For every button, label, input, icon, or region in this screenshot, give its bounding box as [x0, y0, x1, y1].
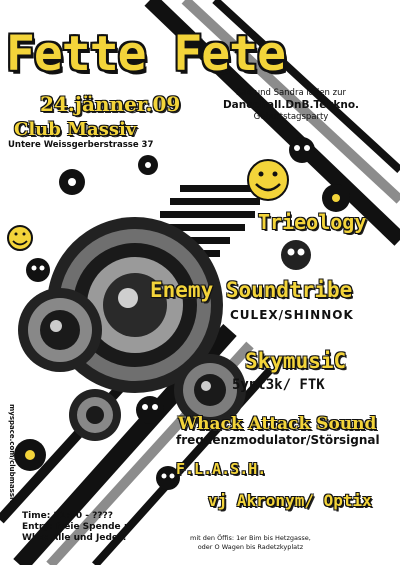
speaker-icon [174, 354, 246, 426]
speaker-icon [18, 288, 102, 372]
lineup-act: vj Akronym/ Optix [208, 491, 372, 510]
event-entry: Entry: freie Spende ;- [22, 522, 132, 532]
gasmask-icon [136, 396, 164, 424]
radioactive-icon [14, 439, 46, 471]
skull-icon [281, 240, 311, 270]
lineup-act: Trieology [258, 210, 367, 234]
event-audience: Who: Alle und Jeder! [22, 533, 127, 543]
event-time: Time: 21:00 - ???? [22, 511, 113, 521]
speaker-icon [69, 389, 121, 441]
travel-line: mit den Öffis: 1er Bim bis Hetzgasse, [190, 534, 311, 542]
lineup-act: Whack Attack Sound [178, 414, 377, 434]
radioactive-icon [59, 169, 85, 195]
venue-address: Untere Weissgerberstrasse 37 [8, 140, 154, 150]
lineup-act: F.L.A.S.H. [176, 460, 267, 478]
skull-icon [156, 466, 180, 490]
invite-text: Sa4 und Sandra laden zur Dancehall.DnB.T… [196, 87, 386, 123]
lineup-act: SkymusiC [245, 349, 347, 373]
radioactive-icon [322, 184, 350, 212]
lineup-members: 5ynt3k/ FTK [232, 377, 325, 393]
lineup-act: Enemy Soundtribe [150, 278, 353, 302]
lineup-members: frequenzmodulator/Störsignal [176, 433, 380, 447]
invite-genres: Dancehall.DnB.Tekkno. [222, 99, 360, 111]
invite-line: Sa4 und Sandra laden zur [235, 88, 346, 98]
smiley-icon [247, 159, 289, 201]
myspace-link: myspace.com/clubmassiv [8, 404, 16, 504]
travel-directions: mit den Öffis: 1er Bim bis Hetzgasse, od… [190, 534, 311, 552]
poster-title: Fette Fete [6, 26, 286, 82]
lineup-members: CULEX/SHINNOK [230, 308, 354, 322]
radioactive-icon [138, 155, 158, 175]
event-info: Time: 21:00 - ???? Entry: freie Spende ;… [22, 511, 131, 544]
venue-name: Club Massiv [14, 119, 137, 140]
smiley-icon [7, 225, 33, 251]
event-date: 24.jänner.09 [40, 92, 181, 116]
skull-icon [289, 137, 315, 163]
invite-line: Geburtstagsparty [253, 112, 329, 122]
travel-line: oder O Wagen bis Radetzkyplatz [197, 543, 304, 551]
skull-icon [26, 258, 50, 282]
